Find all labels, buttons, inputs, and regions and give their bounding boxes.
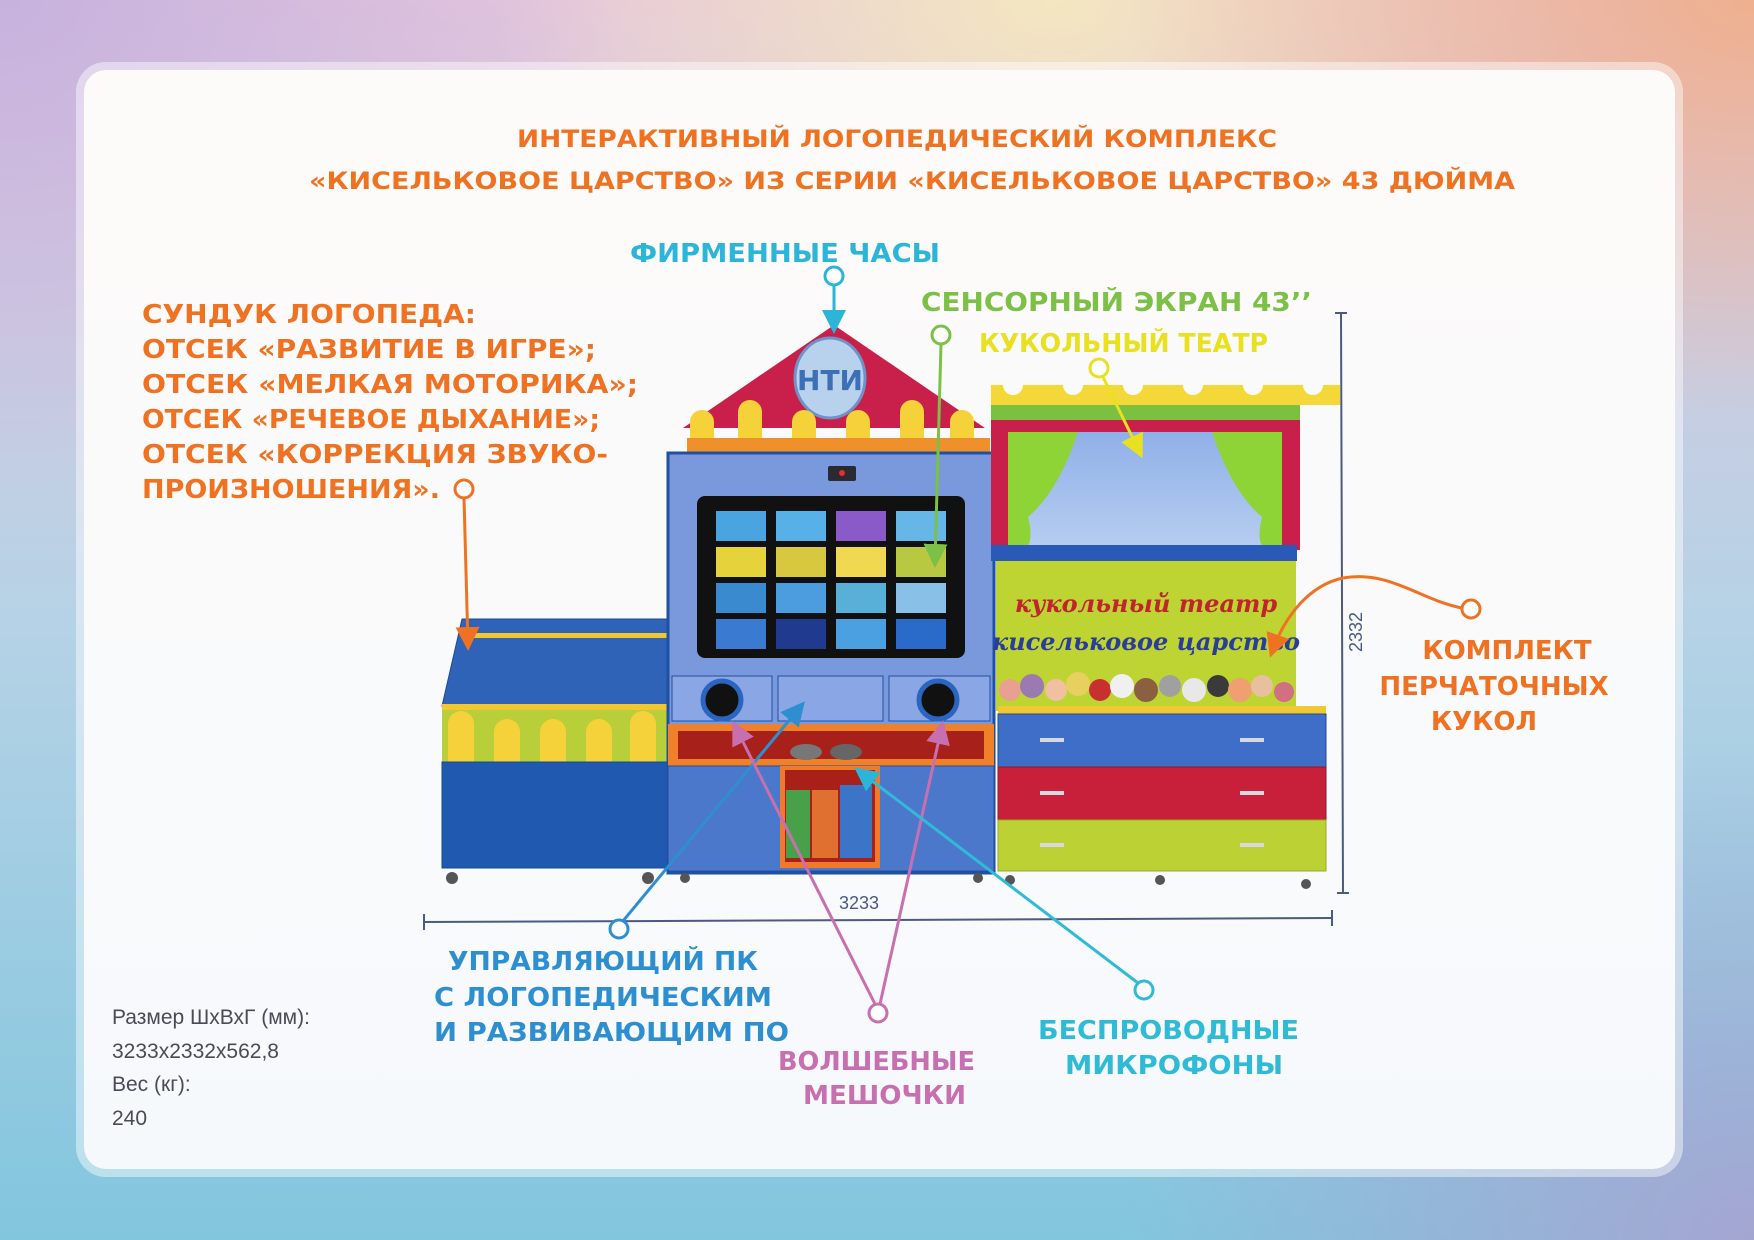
puppets-callout-line: КОМПЛЕКТ	[1422, 636, 1592, 666]
logo-text: НТИ	[797, 364, 863, 397]
title-line-1: ИНТЕРАКТИВНЫЙ ЛОГОПЕДИЧЕСКИЙ КОМПЛЕКС	[517, 124, 1277, 153]
theater-callout: КУКОЛЬНЫЙ ТЕАТР	[979, 327, 1268, 359]
pc-callout: УПРАВЛЯЮЩИЙ ПК С ЛОГОПЕДИЧЕСКИМ И РАЗВИВ…	[434, 945, 789, 1048]
chest-callout-line: СУНДУК ЛОГОПЕДА:	[142, 300, 476, 330]
specifications: Размер ШхВхГ (мм): 3233x2332x562,8 Вес (…	[112, 1001, 310, 1135]
puppet-theater: кукольный театр кисельковое царство	[991, 385, 1340, 889]
chest-callout-line: ОТСЕК «РАЗВИТИЕ В ИГРЕ»;	[142, 335, 596, 365]
theater-pointer	[1088, 357, 1143, 459]
central-cabinet: НТИ	[666, 325, 996, 883]
size-label: Размер ШхВхГ (мм):	[112, 1006, 310, 1029]
bags-callout-line: ВОЛШЕБНЫЕ	[778, 1047, 975, 1077]
theater-sign-line-2: кисельковое царство	[992, 627, 1300, 656]
size-value: 3233x2332x562,8	[112, 1039, 279, 1063]
chest-callout: СУНДУК ЛОГОПЕДА: ОТСЕК «РАЗВИТИЕ В ИГРЕ»…	[142, 300, 638, 505]
weight-value: 240	[112, 1106, 148, 1130]
chest-callout-line: ОТСЕК «КОРРЕКЦИЯ ЗВУКО-	[142, 440, 608, 470]
chest-callout-line: ОТСЕК «МЕЛКАЯ МОТОРИКА»;	[142, 370, 638, 400]
mics-callout-line: БЕСПРОВОДНЫЕ	[1038, 1016, 1299, 1046]
puppets-callout: КОМПЛЕКТ ПЕРЧАТОЧНЫХ КУКОЛ	[1379, 636, 1608, 737]
clock-callout: ФИРМЕННЫЕ ЧАСЫ	[630, 239, 940, 269]
pc-callout-line: УПРАВЛЯЮЩИЙ ПК	[448, 945, 758, 977]
bags-callout-line: МЕШОЧКИ	[803, 1081, 966, 1111]
height-dimension	[1335, 312, 1349, 894]
screen-pointer	[923, 324, 952, 568]
bags-pointer	[732, 720, 950, 1024]
screen-tiles	[716, 511, 946, 649]
puppets-callout-line: КУКОЛ	[1431, 707, 1537, 737]
speaker-left	[700, 678, 744, 722]
pc-callout-line: И РАЗВИВАЮЩИМ ПО	[434, 1018, 789, 1048]
width-dimension-label: 3233	[839, 893, 879, 913]
height-dimension-label: 2332	[1346, 612, 1366, 652]
left-chest	[441, 618, 668, 884]
chest-pointer	[453, 478, 480, 651]
clock-logo: НТИ	[793, 336, 867, 420]
bags-callout: ВОЛШЕБНЫЕ МЕШОЧКИ	[778, 1047, 975, 1111]
puppets-pointer	[1266, 575, 1482, 658]
width-dimension	[423, 910, 1333, 930]
screen-callout: СЕНСОРНЫЙ ЭКРАН 43’’	[921, 286, 1312, 318]
clock-pointer	[822, 265, 846, 334]
mics-callout-line: МИКРОФОНЫ	[1065, 1051, 1283, 1081]
weight-label: Вес (кг):	[112, 1073, 191, 1096]
puppets	[999, 672, 1294, 702]
mics-callout: БЕСПРОВОДНЫЕ МИКРОФОНЫ	[1038, 1016, 1299, 1081]
chest-callout-line: ПРОИЗНОШЕНИЯ».	[142, 475, 440, 505]
chest-callout-line: ОТСЕК «РЕЧЕВОЕ ДЫХАНИЕ»;	[142, 405, 600, 435]
pc-callout-line: С ЛОГОПЕДИЧЕСКИМ	[434, 983, 772, 1013]
puppets-callout-line: ПЕРЧАТОЧНЫХ	[1379, 672, 1608, 702]
mics-pointer	[854, 767, 1155, 1001]
theater-sign-line-1: кукольный театр	[1015, 589, 1278, 618]
title-line-2: «КИСЕЛЬКОВОЕ ЦАРСТВО» ИЗ СЕРИИ «КИСЕЛЬКО…	[309, 166, 1515, 195]
speaker-right	[916, 678, 960, 722]
pc-pointer	[608, 701, 805, 940]
